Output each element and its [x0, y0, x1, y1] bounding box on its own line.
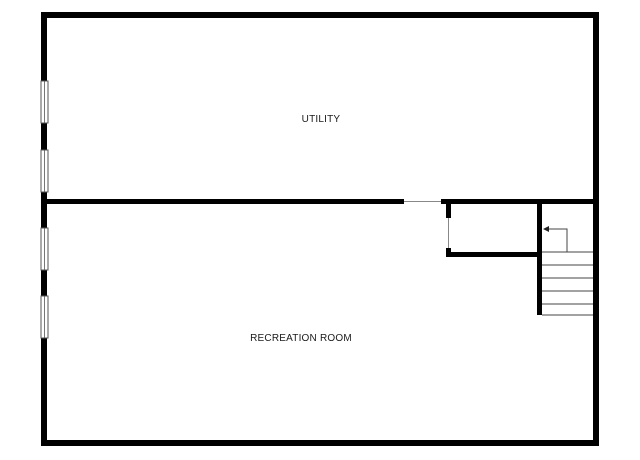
- room-label-recreation-room: RECREATION ROOM: [250, 333, 352, 344]
- stair-wall-left: [537, 204, 542, 314]
- stair-direction-line: [548, 228, 568, 252]
- stair-arrow-head-icon: [543, 226, 549, 232]
- interior-wall-divider-left: [44, 199, 404, 204]
- closet-wall-left-upper: [446, 204, 451, 218]
- windows-left-wall: [40, 80, 49, 339]
- room-label-utility: UTILITY: [302, 114, 341, 125]
- interior-wall-divider-right: [441, 199, 596, 204]
- stair-wall-left-end: [537, 310, 542, 315]
- closet-wall-bottom: [446, 252, 542, 257]
- staircase: [542, 226, 593, 316]
- outer-wall: [41, 12, 599, 446]
